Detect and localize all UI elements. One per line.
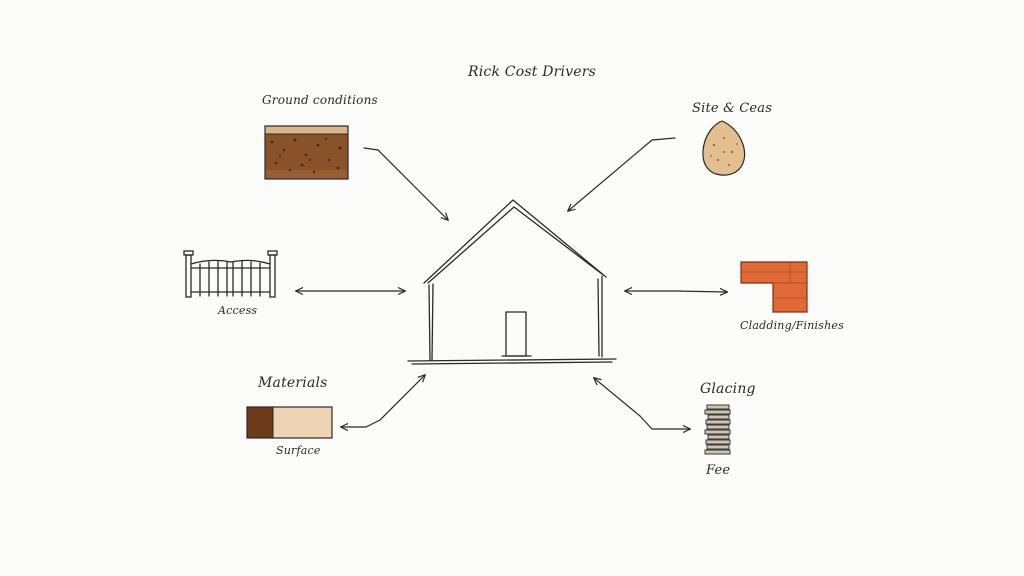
house-icon [407, 199, 617, 365]
diagram-title: Rick Cost Drivers [468, 64, 597, 80]
materials-label: Materials [258, 375, 328, 391]
gate-icon [183, 250, 278, 298]
brick-icon [740, 261, 808, 313]
arrow-cladding-right [674, 291, 727, 292]
arrow-materials-to-swatch [341, 419, 381, 427]
fee-label: Fee [706, 463, 731, 478]
arrow-glazing-to-stack [639, 415, 690, 429]
cladding-label: Cladding/Finishes [740, 319, 844, 332]
site-label: Site & Ceas [692, 101, 773, 116]
arrow-site-to-house [568, 137, 676, 211]
arrow-glazing-to-house [594, 378, 641, 417]
surface-label: Surface [276, 444, 321, 457]
arrow-materials-to-house [379, 375, 425, 421]
glazing-label: Glacing [700, 381, 756, 397]
arrow-ground-to-house [363, 147, 448, 220]
soil-layer-icon [264, 125, 349, 180]
access-label: Access [218, 304, 258, 317]
material-swatch-icon [246, 406, 333, 439]
stone-icon [702, 120, 746, 176]
stacked-sheets-icon [704, 404, 731, 455]
ground-conditions-label: Ground conditions [262, 93, 378, 107]
